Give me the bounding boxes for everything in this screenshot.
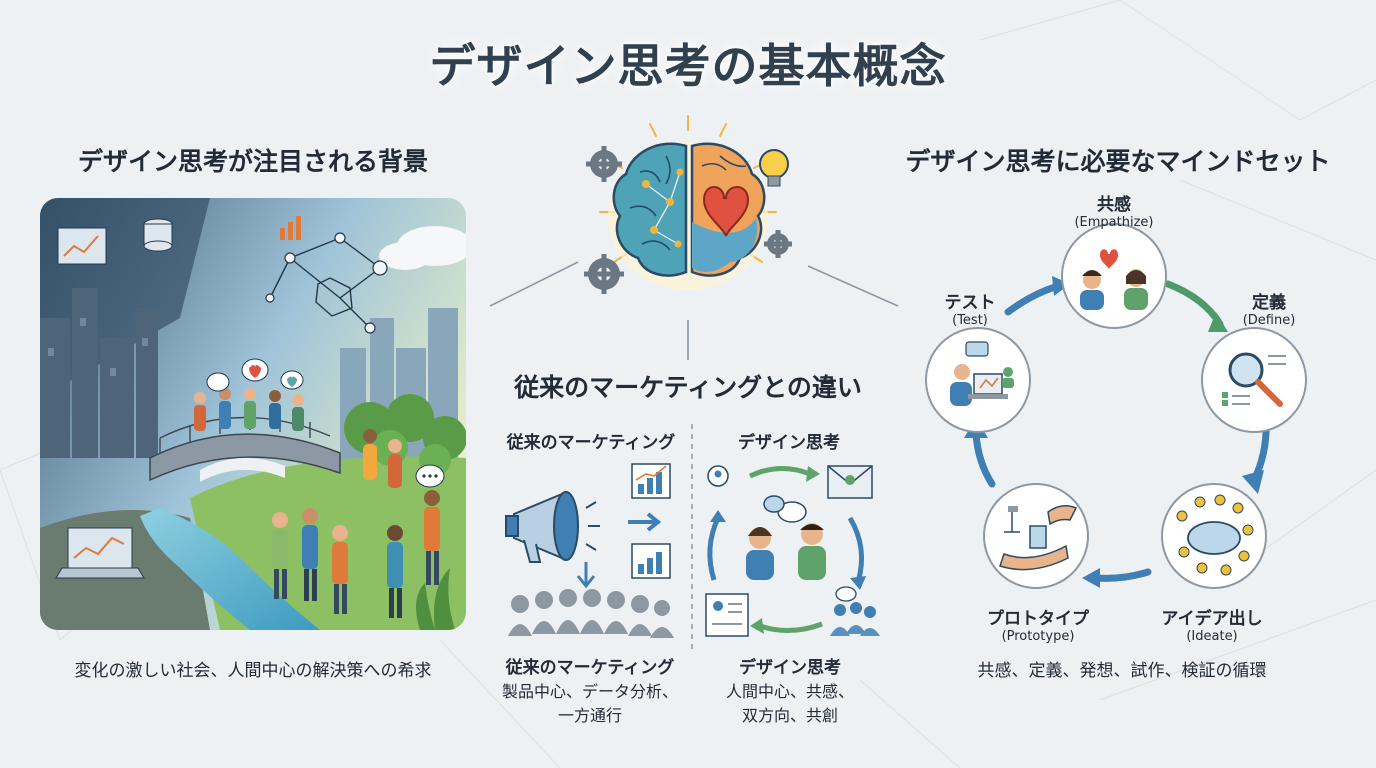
step-test-jp: テスト — [944, 293, 996, 313]
step-test-en: (Test) — [952, 313, 988, 328]
step-empathize-en: (Empathize) — [1074, 215, 1154, 230]
comparison-divider — [691, 424, 693, 654]
step-define-en: (Define) — [1242, 313, 1296, 328]
traditional-summary-line2: 一方通行 — [557, 706, 622, 725]
design-summary-title: デザイン思考 — [739, 658, 841, 678]
design-cycle-diagram — [925, 223, 1307, 589]
background-caption: 変化の激しい社会、人間中心の解決策への希求 — [74, 661, 432, 681]
step-prototype-label: プロトタイプ (Prototype) — [970, 604, 1106, 644]
design-summary: デザイン思考 人間中心、共感、 双方向、共創 — [692, 656, 888, 728]
step-define-label: 定義 (Define) — [1214, 288, 1324, 328]
brain-heart-illustration — [584, 115, 792, 294]
design-summary-line2: 双方向、共創 — [741, 706, 838, 725]
step-test-label: テスト (Test) — [920, 288, 1020, 328]
traditional-summary-line1: 製品中心、データ分析、 — [501, 682, 678, 701]
traditional-illustration — [505, 463, 674, 638]
traditional-summary-title: 従来のマーケティング — [505, 658, 675, 678]
step-empathize-label: 共感 (Empathize) — [1054, 190, 1174, 230]
step-define-jp: 定義 — [1252, 293, 1286, 313]
traditional-label: 従来のマーケティング — [506, 433, 676, 453]
traditional-summary: 従来のマーケティング 製品中心、データ分析、 一方通行 — [490, 656, 690, 728]
step-prototype-en: (Prototype) — [1001, 629, 1075, 644]
design-thinking-illustration — [705, 465, 880, 637]
design-thinking-label: デザイン思考 — [738, 433, 840, 453]
mindset-caption: 共感、定義、発想、試作、検証の循環 — [977, 661, 1267, 681]
step-empathize-jp: 共感 — [1097, 195, 1131, 215]
step-ideate-label: アイデア出し (Ideate) — [1144, 604, 1280, 644]
step-ideate-jp: アイデア出し — [1161, 609, 1263, 629]
mindset-heading: デザイン思考に必要なマインドセット — [905, 147, 1331, 176]
design-summary-line1: 人間中心、共感、 — [725, 682, 854, 701]
background-heading: デザイン思考が注目される背景 — [77, 147, 428, 176]
comparison-heading: 従来のマーケティングとの違い — [514, 373, 862, 402]
step-prototype-jp: プロトタイプ — [987, 609, 1089, 629]
step-ideate-en: (Ideate) — [1186, 629, 1238, 644]
page-title: デザイン思考の基本概念 — [429, 39, 947, 93]
society-illustration — [40, 198, 466, 630]
